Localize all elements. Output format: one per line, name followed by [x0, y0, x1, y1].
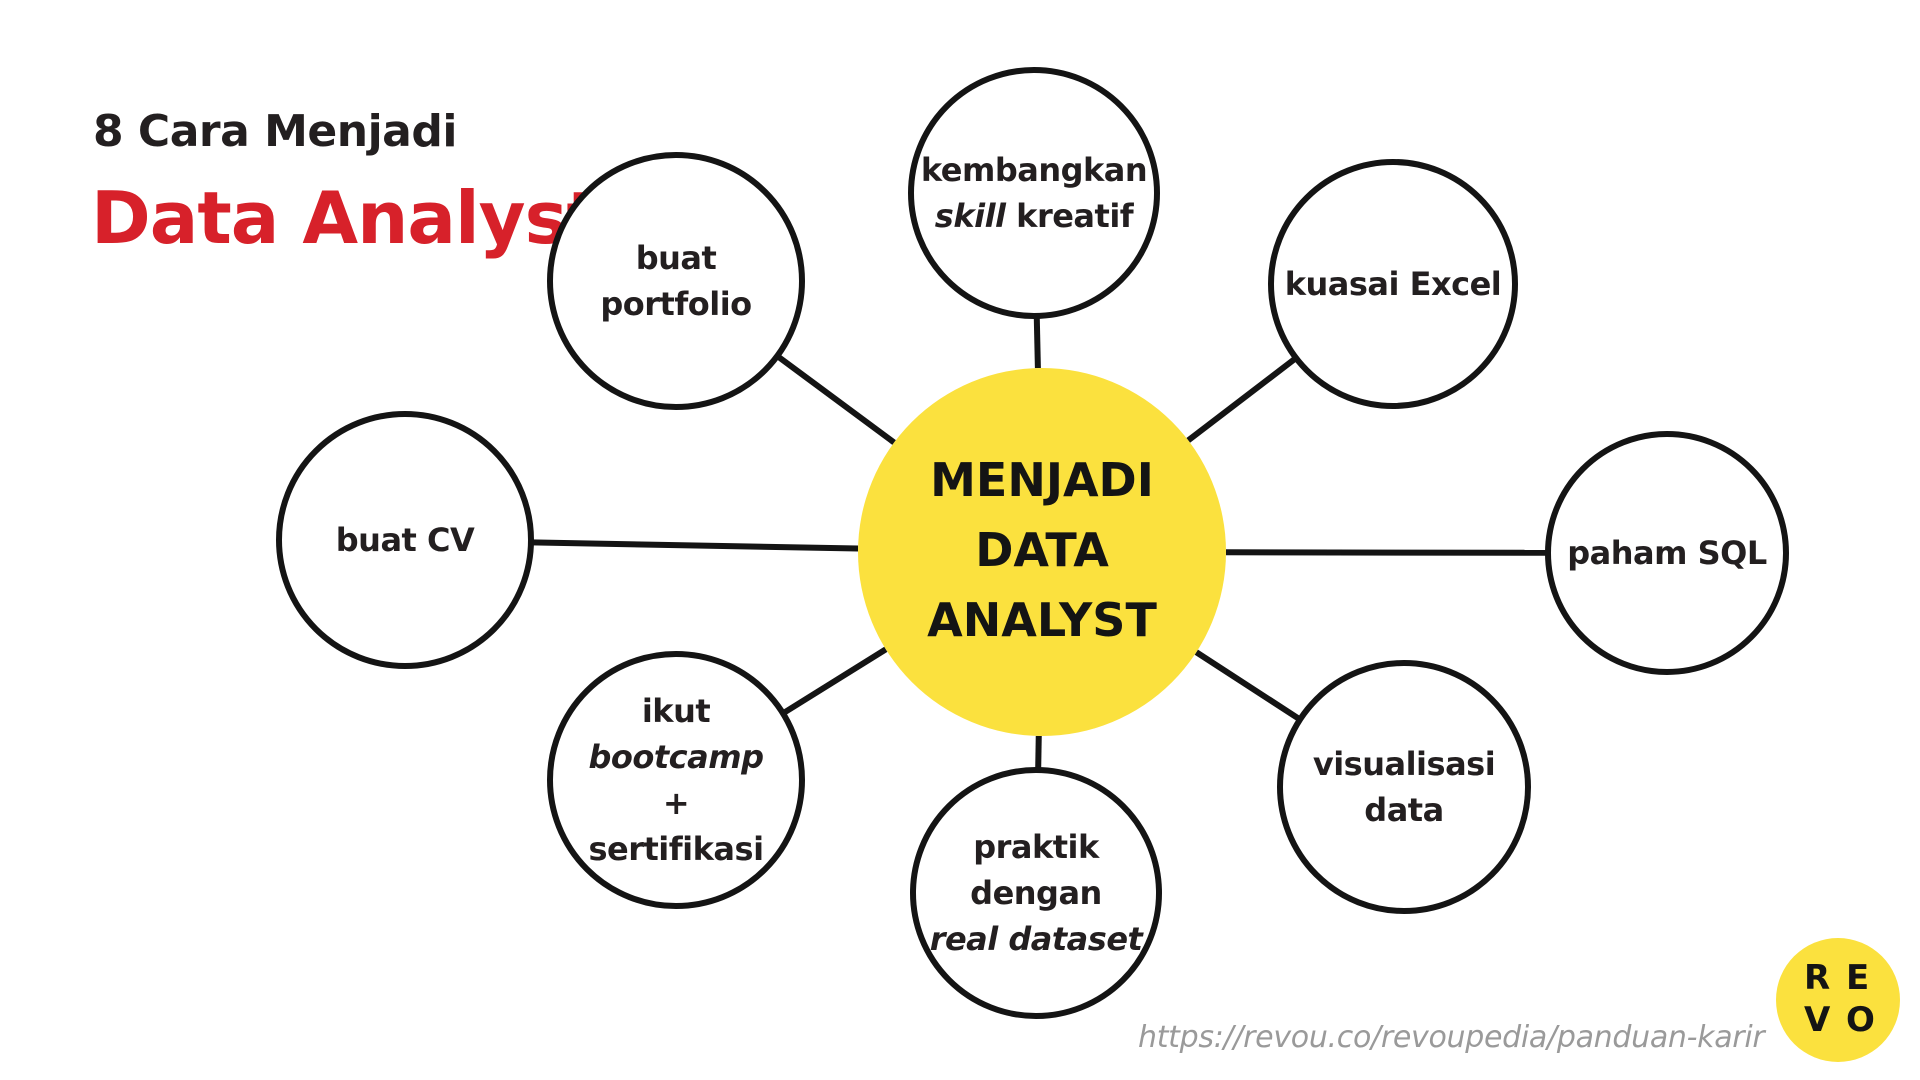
node-label-sql: paham SQL [1547, 530, 1787, 576]
node-label-line: visualisasi [1312, 741, 1496, 787]
logo-letter-o: O [1846, 1000, 1875, 1040]
node-circle-cv [276, 411, 534, 669]
logo-letter-v: V [1804, 1000, 1831, 1040]
node-label-visualisasi: visualisasi data [1284, 741, 1524, 833]
logo-letter-r: R [1804, 958, 1831, 998]
logo-letter-e: E [1846, 958, 1870, 998]
connector-excel [1186, 355, 1298, 443]
connector-sql [1225, 549, 1549, 556]
node-label-praktik: praktik dengan real dataset [916, 824, 1156, 962]
center-label-line: MENJADI [930, 453, 1154, 507]
main-title: Data Analyst [91, 176, 601, 260]
connectors [530, 315, 1549, 771]
center-label-line: ANALYST [927, 593, 1157, 647]
node-label-segment: buat portfolio [600, 239, 752, 323]
node-label-segment: skill [934, 197, 1006, 235]
node-circle-excel [1268, 159, 1518, 409]
node-label-segment: praktik [973, 828, 1099, 866]
node-label-line: kembangkan [920, 147, 1148, 193]
node-circle-sql [1545, 431, 1789, 675]
node-label-segment: kuasai Excel [1284, 265, 1502, 303]
node-label-line: ikut bootcamp [556, 688, 796, 780]
connector-praktik [1035, 735, 1042, 771]
node-label-line: buat portfolio [556, 235, 796, 327]
connector-kreatif [1033, 315, 1041, 369]
center-circle [858, 368, 1226, 736]
node-label-line: data [1364, 787, 1444, 833]
connector-cv [530, 539, 859, 552]
node-label-bootcamp: ikut bootcamp + sertifikasi [556, 688, 796, 872]
center-label: MENJADI DATA ANALYST [877, 445, 1207, 655]
node-label-portfolio: buat portfolio [556, 235, 796, 327]
node-label-cv: buat CV [285, 517, 525, 563]
node-label-line: paham SQL [1567, 530, 1767, 576]
node-label-segment: real dataset [929, 920, 1143, 958]
node-label-segment: bootcamp [588, 738, 764, 776]
node-circle-portfolio [547, 152, 805, 410]
node-label-line: buat CV [335, 517, 475, 563]
node-label-line: dengan [970, 870, 1102, 916]
revou-logo: R E V O [1776, 938, 1900, 1062]
source-url[interactable]: https://revou.co/revoupedia/panduan-kari… [1138, 1020, 1765, 1055]
node-label-line: praktik [973, 824, 1099, 870]
node-label-line: sertifikasi [588, 826, 764, 872]
center-label-line: DATA [975, 523, 1109, 577]
connector-visualisasi [1194, 649, 1302, 722]
node-circle-kreatif [908, 67, 1160, 319]
node-circle-visualisasi [1277, 660, 1531, 914]
node-circle-praktik [910, 767, 1162, 1019]
node-label-line: real dataset [930, 916, 1143, 962]
node-label-segment: visualisasi [1312, 745, 1496, 783]
node-label-segment: kembangkan [920, 151, 1148, 189]
connector-portfolio [775, 353, 896, 445]
node-label-line: + [662, 780, 690, 826]
node-label-segment: buat CV [335, 521, 475, 559]
subtitle-heading: 8 Cara Menjadi [93, 106, 457, 157]
connector-bootcamp [781, 646, 888, 716]
node-label-segment: paham SQL [1567, 534, 1767, 572]
node-circle-bootcamp [547, 651, 805, 909]
node-label-kreatif: kembangkan skill kreatif [914, 147, 1154, 239]
node-label-line: kuasai Excel [1285, 261, 1502, 307]
node-label-segment: data [1364, 791, 1444, 829]
node-label-excel: kuasai Excel [1273, 261, 1513, 307]
node-label-segment: sertifikasi [588, 830, 764, 868]
node-label-segment: dengan [970, 874, 1102, 912]
node-circles [276, 67, 1789, 1019]
node-label-line: skill kreatif [934, 193, 1134, 239]
node-label-segment: ikut [641, 692, 711, 730]
node-label-segment: + [662, 784, 690, 822]
node-label-segment: kreatif [1005, 197, 1134, 235]
